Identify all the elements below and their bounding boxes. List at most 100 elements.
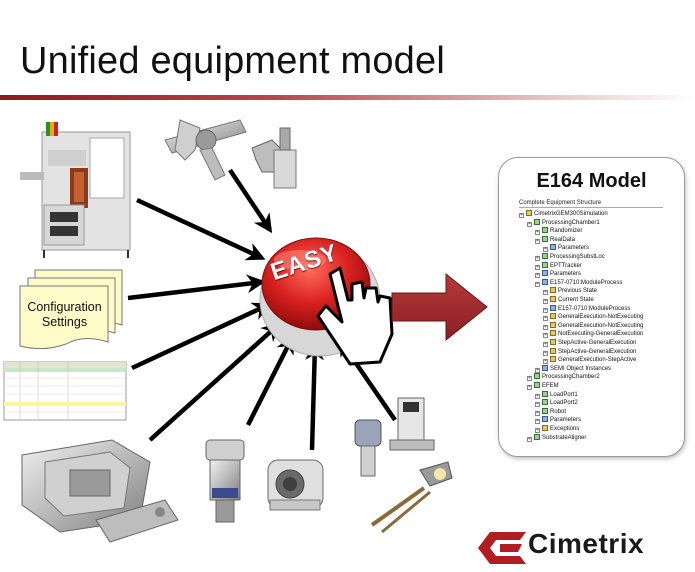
tree-expand-icon[interactable]: + xyxy=(527,220,532,227)
config-settings-line2: Settings xyxy=(41,315,88,329)
tree-expand-icon[interactable]: + xyxy=(527,384,532,390)
cimetrix-logo: Cimetrix xyxy=(473,528,683,564)
tree-expand-icon[interactable]: + xyxy=(535,272,540,279)
module-icon xyxy=(542,227,548,234)
module-icon xyxy=(542,235,548,242)
blue-icon xyxy=(542,364,548,371)
config-settings-line1: Configuration xyxy=(27,300,102,314)
tree-expand-icon[interactable]: + xyxy=(535,418,540,425)
tree-node[interactable]: +SubstrateAligner xyxy=(527,433,586,442)
module-icon xyxy=(534,433,540,440)
spreadsheet-image xyxy=(3,361,127,421)
blue-icon xyxy=(542,278,548,285)
tree-node-label: LoadPort2 xyxy=(550,400,578,407)
tree-node[interactable]: + LoadPort2 xyxy=(535,399,578,408)
module-icon xyxy=(542,261,548,268)
folder-icon xyxy=(550,356,556,363)
tree-expand-icon[interactable]: + xyxy=(535,280,540,287)
tree-node[interactable]: + Randomizer xyxy=(535,227,583,236)
module-icon xyxy=(542,407,548,414)
tree-expand-icon[interactable]: + xyxy=(543,349,548,356)
tree-node-label: RealData xyxy=(550,236,576,243)
tree-node[interactable]: + StepActive-GeneralExecution xyxy=(543,339,636,347)
tree-node-label: Previous State xyxy=(558,288,598,295)
tree-node[interactable]: +NotExecuting-GeneralExecution xyxy=(543,330,643,339)
tree-expand-icon[interactable]: + xyxy=(543,289,548,296)
tree-node-label: StepActive-GeneralExecution xyxy=(558,348,637,355)
tree-expand-icon[interactable]: + xyxy=(543,358,548,365)
tree-expand-icon[interactable]: + xyxy=(527,375,532,382)
tree-expand-icon[interactable]: + xyxy=(535,409,540,416)
page-title: Unified equipment model xyxy=(20,40,445,82)
tree-expand-icon[interactable]: + xyxy=(519,212,524,218)
tree-node[interactable]: + StepActive-GeneralExecution xyxy=(543,347,637,356)
tree-node[interactable]: +ProcessingChamber2 xyxy=(527,373,600,382)
tree-node-label: GeneralExecution-StepActive xyxy=(558,357,637,364)
tree-expand-icon[interactable]: + xyxy=(543,323,548,330)
gauge-sensor-image xyxy=(354,397,453,534)
big-output-arrow xyxy=(391,272,488,342)
config-document-stack xyxy=(19,269,123,350)
tree-expand-icon[interactable]: + xyxy=(543,306,548,313)
tree-node-label: GeneralExecution-NotExecuting xyxy=(558,314,644,321)
tree-expand-icon[interactable]: + xyxy=(535,366,540,373)
tree-node-label: Robot xyxy=(550,408,567,415)
tree-node[interactable]: + GeneralExecution-NotExecuting xyxy=(543,321,644,330)
blue-icon xyxy=(542,416,548,423)
tree-node-label: EFEM xyxy=(542,383,559,389)
blue-icon xyxy=(550,244,556,251)
title-rule xyxy=(0,95,695,100)
tree-expand-icon[interactable]: + xyxy=(535,229,540,236)
flag-icon xyxy=(550,287,556,294)
e164-model-title: E164 Model xyxy=(536,170,647,192)
tree-node[interactable]: + GeneralExecution-NotExecuting xyxy=(543,313,644,322)
tree-expand-icon[interactable]: + xyxy=(535,427,540,433)
tree-node-label: Randomizer xyxy=(550,228,583,235)
tree-node[interactable]: + EFEM xyxy=(527,382,559,390)
tree-node-label: ProcessingChamber1 xyxy=(542,219,600,226)
tree-node-label: CimetrixGEM300Simulation xyxy=(534,211,608,217)
load-port-image xyxy=(21,439,179,543)
tree-node[interactable]: + Robot xyxy=(535,407,567,416)
tree-node[interactable]: +E157-0710:ModuleProcess xyxy=(535,278,622,287)
tree-node[interactable]: +LoadPort1 xyxy=(535,390,578,399)
flag-icon xyxy=(550,296,556,302)
tree-node[interactable]: + Previous State xyxy=(543,287,598,296)
tree-node-label: StepActive-GeneralExecution xyxy=(558,340,637,346)
tree-node[interactable]: +SEMI Object Instances xyxy=(535,364,611,373)
tree-expand-icon[interactable]: + xyxy=(543,298,548,304)
folder-icon xyxy=(550,313,556,320)
tree-expand-icon[interactable]: + xyxy=(543,246,548,253)
tree-expand-icon[interactable]: + xyxy=(543,341,548,347)
folder-icon xyxy=(550,339,556,345)
tree-node[interactable]: +E157-0710:ModuleProcess xyxy=(543,304,630,313)
e164-model-panel: E164 Model Complete Equipment Structure … xyxy=(498,157,685,457)
module-icon xyxy=(534,218,540,225)
tree-node[interactable]: +Parameters xyxy=(543,244,589,253)
tree-node-label: Exceptions xyxy=(550,426,580,432)
tree-expand-icon[interactable]: + xyxy=(543,332,548,339)
tree-node[interactable]: + ProcessingChamber1 xyxy=(527,218,600,227)
tree-node[interactable]: +Parameters xyxy=(535,416,581,425)
tree-node[interactable]: + Exceptions xyxy=(535,425,579,433)
tree-expand-icon[interactable]: + xyxy=(535,255,540,261)
tree-expand-icon[interactable]: + xyxy=(535,392,540,399)
tree-expand-icon[interactable]: + xyxy=(527,435,532,442)
config-settings-label: Configuration Settings xyxy=(22,300,107,330)
cimetrix-logo-mark xyxy=(478,532,526,564)
tree-expand-icon[interactable]: + xyxy=(535,237,540,244)
tree-node[interactable]: + GeneralExecution-StepActive xyxy=(543,356,637,365)
tree-node[interactable]: +Current State xyxy=(543,296,594,304)
hand-cursor-icon xyxy=(316,266,394,366)
tree-node[interactable]: + RealData xyxy=(535,235,576,244)
tree-node[interactable]: +ProcessingSubstLoc xyxy=(535,253,605,261)
tree-node-label: GeneralExecution-NotExecuting xyxy=(558,322,644,329)
robot-effector-image xyxy=(164,119,297,189)
cimetrix-logo-text: Cimetrix xyxy=(528,528,645,559)
tree-expand-icon[interactable]: + xyxy=(535,401,540,408)
tree-node[interactable]: + CimetrixGEM300Simulation xyxy=(519,210,608,218)
tree-node[interactable]: +EPTTracker xyxy=(535,261,582,270)
tree-expand-icon[interactable]: + xyxy=(543,315,548,322)
tree-expand-icon[interactable]: + xyxy=(535,263,540,270)
tree-node[interactable]: +Parameters xyxy=(535,270,581,279)
